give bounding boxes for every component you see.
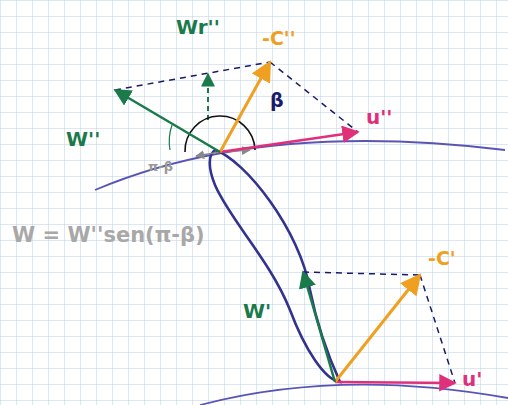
vector-label: W'' [66,128,100,150]
vector-label: u' [462,368,482,390]
inner-circle-arc [200,385,508,405]
construction-line [270,62,358,132]
blade-profile [210,150,340,382]
relative-velocity-vector [303,272,335,382]
vector-label: W' [243,300,271,322]
relative-velocity-vector [115,90,220,152]
construction-line [115,62,270,90]
vector-label: u'' [366,106,392,128]
angle-arc [185,116,255,152]
radial-component-vector [207,74,209,120]
blade-speed-vector [220,132,358,152]
angle-label: π-β [148,160,173,174]
construction-line [420,275,455,383]
component-label: Wr'' [176,16,220,38]
blade-speed-vector [335,382,455,383]
direction-arrow [196,152,220,156]
angle-arc [169,125,172,150]
vector-label: -C'' [262,28,295,49]
absolute-velocity-vector [335,275,420,382]
outer-circle-arc [95,141,505,190]
construction-line [303,272,420,275]
vector-label: -C' [428,248,456,269]
angle-label: β [270,90,284,111]
formula-note: W = W''sen(π-β) [12,224,205,247]
absolute-velocity-vector [220,62,270,152]
